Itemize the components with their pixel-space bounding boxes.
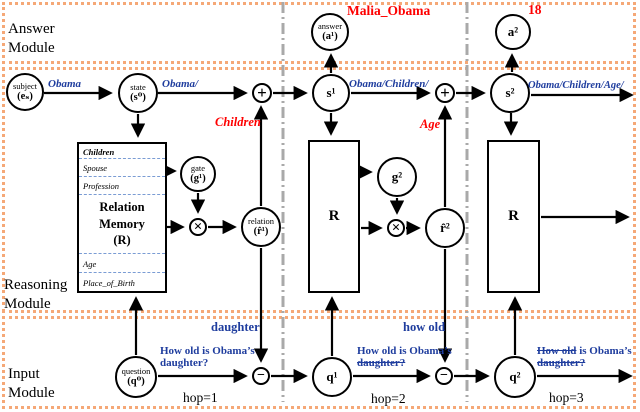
hop-divider-lines (281, 2, 469, 402)
edge-label-obama-slash: Obama/ (162, 78, 199, 90)
edge-label-daughter: daughter (211, 320, 260, 334)
answer-value-18: 18 (528, 2, 542, 17)
g2-node: g² (377, 157, 417, 197)
memory-row-place-of-birth: Place_of_Birth (83, 277, 135, 288)
memory-row-profession: Profession (79, 177, 165, 195)
edge-label-children-relation: Children (215, 115, 261, 129)
q2-node: q² (494, 356, 536, 398)
hop3-label: hop=3 (549, 390, 584, 405)
answer-module-band (2, 2, 636, 64)
times1-icon: × (189, 218, 207, 236)
edge-label-obama-children: Obama/Children/ (349, 78, 429, 90)
reasoning-module-label: Reasoning Module (4, 277, 68, 312)
r2-node: r̂² (425, 208, 465, 248)
relation-memory-title: Relation Memory (R) (79, 195, 165, 254)
relation-memory-box-hop2: R (308, 140, 360, 293)
plus1-icon: + (252, 83, 272, 103)
hop2-label: hop=2 (371, 391, 406, 406)
memory-row-children: Children (79, 144, 165, 159)
edge-label-how-old: how old (403, 320, 446, 334)
answer1-node: answer (a¹) (311, 13, 349, 51)
question-text-hop2: How old is Obama’s daughter? (357, 345, 452, 369)
times2-icon: × (387, 219, 405, 237)
question-text-hop3: How old is Obama’s daughter? (537, 345, 632, 369)
input-module-band (2, 316, 636, 409)
answer-module-label: Answer Module (8, 21, 55, 56)
answer-value-malia: Malia_Obama (347, 3, 431, 18)
subject-node: subject (eₛ) (6, 73, 44, 111)
q1-node: q¹ (312, 357, 352, 397)
minus1-icon: − (252, 367, 270, 385)
relation1-node: relation (r̂¹) (241, 207, 281, 247)
relation-memory-box: Children Spouse Profession Relation Memo… (77, 142, 167, 293)
flow-arrows (44, 53, 634, 384)
memory-row-age: Age (79, 254, 165, 273)
gate1-node: gate (g¹) (180, 156, 216, 192)
state-node: state (s⁰) (118, 73, 158, 113)
minus2-icon: − (435, 367, 453, 385)
s2-node: s² (490, 73, 530, 113)
plus2-icon: + (435, 83, 455, 103)
hop1-label: hop=1 (183, 390, 218, 405)
memory-row-spouse: Spouse (79, 159, 165, 177)
a2-node: a² (495, 14, 531, 50)
relation-memory-box-hop3: R (487, 140, 540, 293)
s1-node: s¹ (312, 74, 350, 112)
reasoning-module-band (2, 67, 636, 313)
edge-label-obama-children-age: Obama/Children/Age/ (528, 80, 624, 91)
edge-label-age-relation: Age (420, 117, 441, 131)
input-module-label: Input Module (8, 366, 55, 401)
question-text-hop1: How old is Obama’s daughter? (160, 345, 255, 369)
question0-node: question (q⁰) (115, 356, 157, 398)
edge-label-obama: Obama (48, 78, 81, 90)
